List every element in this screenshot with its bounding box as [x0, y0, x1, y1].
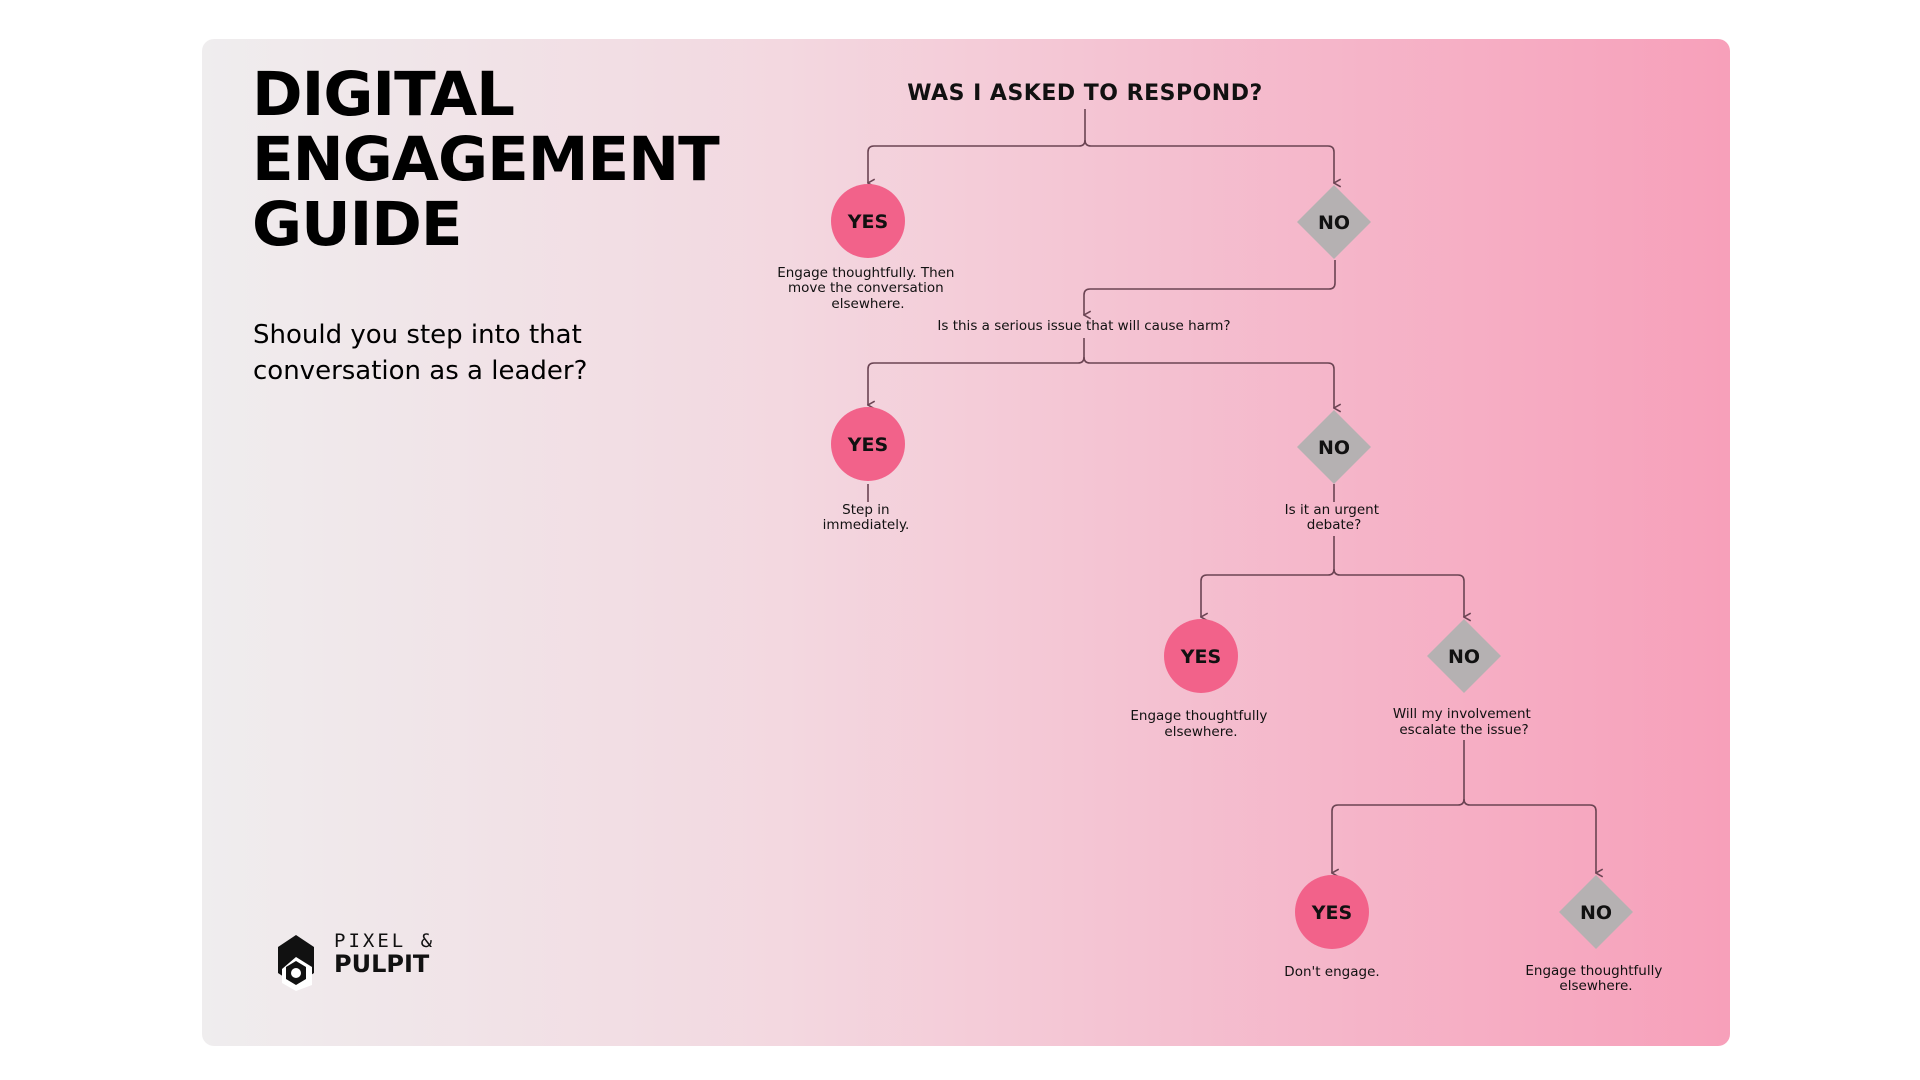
yes-node: YES: [831, 184, 905, 258]
no-label: NO: [1580, 902, 1612, 924]
yes-label: YES: [847, 211, 888, 233]
no-label: NO: [1318, 212, 1350, 234]
no4-outcome: Engage thoughtfully elsewhere.: [1525, 963, 1666, 994]
subtitle: Should you step into that conversation a…: [253, 320, 588, 386]
page-title: DIGITAL ENGAGEMENT GUIDE: [252, 59, 720, 260]
connector-root-no: [1084, 139, 1334, 183]
connector-q3-yes: [1201, 536, 1335, 617]
yes1-outcome: Engage thoughtfully. Then move the conve…: [777, 265, 959, 312]
background-card: [202, 39, 1730, 1046]
pixel-pulpit-logo-icon: [278, 935, 314, 991]
title-line: ENGAGEMENT: [252, 124, 720, 195]
logo-wordmark-top: PIXEL &: [334, 930, 436, 952]
connector-q2-no: [1083, 356, 1334, 408]
root-question: WAS I ASKED TO RESPOND?: [907, 81, 1262, 106]
connector-q3-no: [1333, 568, 1464, 617]
yes-label: YES: [1180, 646, 1221, 668]
title-line: GUIDE: [252, 189, 463, 260]
yes2-outcome: Step in immediately.: [823, 502, 910, 533]
no-label: NO: [1318, 437, 1350, 459]
title-line: DIGITAL: [252, 59, 515, 130]
yes-label: YES: [847, 434, 888, 456]
no-node: NO: [1297, 185, 1371, 259]
connector-no1-q2: [1084, 260, 1336, 315]
question-urgent-debate: Is it an urgent debate?: [1285, 502, 1384, 533]
question-serious-harm: Is this a serious issue that will cause …: [937, 318, 1230, 334]
yes-node: YES: [831, 407, 905, 481]
logo-wordmark-bottom: PULPIT: [334, 950, 430, 978]
connector-q2-yes: [868, 338, 1085, 405]
connector-q4-no: [1463, 798, 1596, 873]
connectors: [868, 109, 1596, 873]
yes4-outcome: Don't engage.: [1284, 964, 1379, 980]
no-label: NO: [1448, 646, 1480, 668]
yes-node: YES: [1295, 875, 1369, 949]
no-node: NO: [1559, 875, 1633, 949]
yes-label: YES: [1311, 902, 1352, 924]
no-node: NO: [1427, 619, 1501, 693]
question-escalate: Will my involvement escalate the issue?: [1393, 706, 1535, 738]
connector-q4-yes: [1332, 740, 1465, 873]
no-node: NO: [1297, 410, 1371, 484]
yes-node: YES: [1164, 619, 1238, 693]
connector-root-yes: [868, 109, 1086, 183]
yes3-outcome: Engage thoughtfully elsewhere.: [1130, 708, 1271, 740]
